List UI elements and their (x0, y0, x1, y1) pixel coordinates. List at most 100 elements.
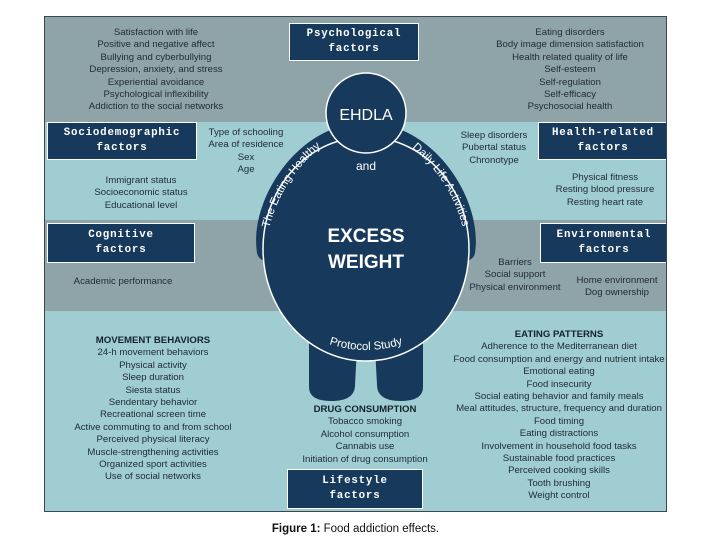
list-item: Educational level (104, 199, 178, 211)
env-inner-list: Barriers Social support Physical environ… (460, 257, 570, 294)
arc-bottom-path: Protocol Study (328, 335, 404, 353)
list-item: Sustainable food practices (502, 453, 616, 465)
excess-label: EXCESS (327, 226, 404, 247)
ehdla-label: EHDLA (339, 107, 393, 124)
caption-text: Food addiction effects. (320, 523, 440, 535)
drug-list: DRUG CONSUMPTION Tobacco smoking Alcohol… (289, 404, 441, 466)
list-item: 24-h movement behaviors (97, 347, 209, 359)
drug-heading: DRUG CONSUMPTION (313, 404, 417, 415)
list-item: Use of social networks (105, 471, 201, 483)
body-figure: EHDLA EXCESS WEIGHT and The Eating Healt… (256, 72, 476, 401)
list-item: Alcohol consumption (320, 428, 410, 440)
list-item: Food insecurity (526, 378, 592, 390)
figure-frame: Satisfaction with life Positive and nega… (44, 16, 667, 512)
socio-inner-list: Type of schooling Area of residence Sex … (200, 127, 292, 177)
list-item: Perceived physical literacy (96, 434, 210, 446)
socio-outer-list: Immigrant status Socioeconomic status Ed… (61, 175, 221, 212)
box-label: Lifestyle (322, 475, 388, 487)
env-outer-list: Home environment Dog ownership (565, 275, 666, 300)
health-outer-list: Physical fitness Resting blood pressure … (550, 172, 660, 209)
list-item: Food consumption and energy and nutrient… (453, 353, 665, 365)
box-label: factors (328, 43, 380, 55)
list-item: Weight control (528, 490, 590, 502)
list-item: Self-efficacy (543, 89, 597, 101)
box-label: factors (578, 244, 630, 256)
list-item: Bullying and cyberbullying (100, 51, 212, 63)
list-item: Health related quality of life (512, 51, 628, 63)
box-label: Health-related (552, 127, 654, 139)
movement-list: MOVEMENT BEHAVIORS 24-h movement behavio… (59, 335, 247, 484)
list-item: Muscle-strengthening activities (87, 446, 219, 458)
list-item: Recreational screen time (99, 409, 207, 421)
psych-left-list: Satisfaction with life Positive and nega… (51, 27, 261, 114)
list-item: Physical environment (469, 281, 561, 293)
eating-heading: EATING PATTERNS (514, 329, 604, 340)
list-item: Resting blood pressure (555, 184, 655, 196)
list-item: Depression, anxiety, and stress (89, 64, 223, 76)
list-item: Adherence to the Mediterranean diet (481, 341, 637, 353)
list-item: Area of residence (208, 139, 284, 151)
box-label: factors (577, 142, 629, 154)
list-item: Eating distractions (519, 428, 599, 440)
sociodemographic-factors-box: Sociodemographic factors (47, 122, 197, 160)
list-item: Emotional eating (523, 366, 595, 378)
list-item: Involvement in household food tasks (481, 440, 637, 452)
health-inner-list: Sleep disorders Pubertal status Chronoty… (451, 130, 537, 167)
psychological-factors-box: Psychological factors (289, 23, 419, 61)
cognitive-factors-box: Cognitive factors (47, 223, 195, 263)
list-item: Physical fitness (571, 172, 639, 183)
list-item: Initiation of drug consumption (302, 453, 428, 465)
list-item: Active commuting to and from school (74, 421, 232, 433)
list-item: Experiential avoidance (107, 76, 205, 88)
list-item: Sendentary behavior (108, 397, 198, 409)
list-item: Socioeconomic status (94, 187, 188, 199)
figure-caption: Figure 1: Food addiction effects. (0, 523, 711, 535)
list-item: Home environment (576, 275, 658, 286)
list-item: Physical activity (119, 359, 187, 371)
list-item: Resting heart rate (566, 196, 644, 208)
psych-right-list: Eating disorders Body image dimension sa… (482, 27, 658, 114)
list-item: Perceived cooking skills (508, 465, 610, 477)
cognitive-list: Academic performance (53, 276, 193, 288)
health-related-factors-box: Health-related factors (538, 122, 666, 160)
movement-heading: MOVEMENT BEHAVIORS (95, 335, 211, 346)
weight-label: WEIGHT (328, 252, 404, 273)
list-item: Pubertal status (462, 142, 526, 154)
list-item: Sex (237, 151, 255, 163)
box-label: factors (329, 490, 381, 502)
list-item: Positive and negative affect (97, 39, 215, 51)
environmental-factors-box: Environmental factors (540, 223, 666, 263)
list-item: Immigrant status (105, 175, 177, 186)
caption-label: Figure 1: (271, 523, 321, 535)
list-item: Siesta status (125, 384, 181, 396)
list-item: Psychological inflexibility (103, 89, 209, 101)
list-item: Social eating behavior and family meals (474, 391, 644, 403)
lifestyle-factors-box: Lifestyle factors (287, 469, 423, 509)
list-item: Meal attitudes, structure, frequency and… (456, 403, 662, 415)
list-item: Food timing (533, 415, 585, 427)
list-item: Sleep duration (122, 372, 184, 384)
head (325, 72, 407, 154)
list-item: Sleep disorders (460, 130, 528, 141)
box-label: factors (95, 244, 147, 256)
box-label: Cognitive (88, 229, 154, 241)
list-item: Satisfaction with life (113, 27, 199, 38)
box-label: Sociodemographic (63, 127, 181, 139)
list-item: Psychosocial health (527, 101, 613, 113)
list-item: Type of schooling (208, 127, 284, 138)
list-item: Body image dimension satisfaction (496, 39, 644, 51)
box-label: Environmental (556, 229, 652, 241)
list-item: Cannabis use (335, 441, 395, 453)
list-item: Academic performance (73, 276, 173, 287)
list-item: Self-esteem (544, 64, 596, 76)
list-item: Tooth brushing (527, 477, 591, 489)
arc-bottom-text: Protocol Study (328, 335, 404, 353)
eating-list: EATING PATTERNS Adherence to the Mediter… (450, 329, 666, 503)
list-item: Self-regulation (539, 76, 601, 88)
list-item: Organized sport activities (99, 459, 207, 471)
list-item: Tobacco smoking (327, 416, 403, 428)
box-label: Psychological (306, 28, 402, 40)
list-item: Dog ownership (585, 287, 649, 299)
list-item: Eating disorders (535, 27, 605, 38)
and-label: and (356, 159, 376, 173)
